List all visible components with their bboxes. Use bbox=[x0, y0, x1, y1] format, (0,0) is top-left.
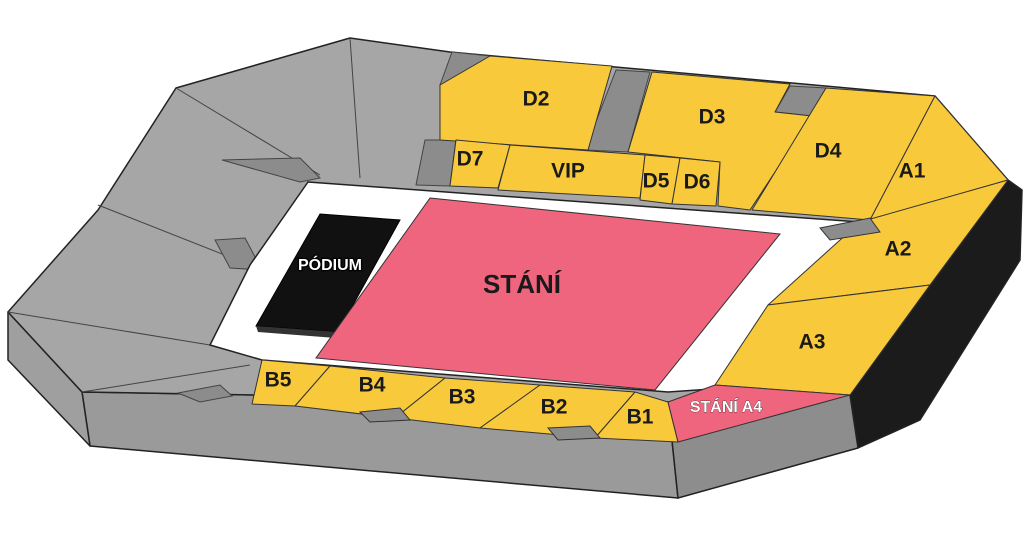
floor-label: STÁNÍ bbox=[483, 269, 562, 299]
stage-side bbox=[256, 326, 338, 338]
label-D4: D4 bbox=[815, 140, 842, 163]
label-A3: A3 bbox=[799, 331, 826, 354]
label-D5: D5 bbox=[643, 170, 670, 193]
label-A2: A2 bbox=[885, 238, 912, 261]
label-A1: A1 bbox=[899, 160, 926, 183]
label-B1: B1 bbox=[627, 406, 654, 429]
label-D6: D6 bbox=[684, 171, 711, 194]
label-B4: B4 bbox=[359, 374, 386, 397]
label-B3: B3 bbox=[449, 386, 476, 409]
label-B5: B5 bbox=[265, 369, 292, 392]
label-D7: D7 bbox=[457, 148, 484, 171]
section-D7[interactable] bbox=[449, 139, 511, 189]
gangways bbox=[358, 217, 881, 441]
label-A4: STÁNÍ A4 bbox=[690, 397, 762, 416]
label-D3: D3 bbox=[699, 106, 726, 129]
section-D3[interactable] bbox=[627, 71, 813, 211]
label-D2: D2 bbox=[523, 88, 550, 111]
floor-standing[interactable] bbox=[315, 197, 781, 391]
section-D6[interactable] bbox=[671, 157, 721, 207]
label-B2: B2 bbox=[541, 396, 568, 419]
label-VIP: VIP bbox=[551, 160, 585, 183]
stage-label: PÓDIUM bbox=[298, 255, 362, 274]
section-A4[interactable] bbox=[667, 384, 851, 443]
